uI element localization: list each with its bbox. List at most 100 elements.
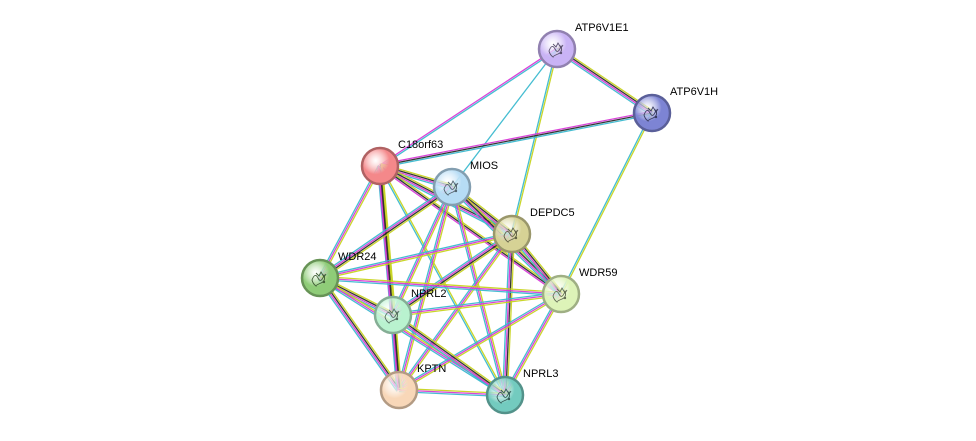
edge-strand xyxy=(320,275,562,294)
edge-c18orf63-wdr24[interactable] xyxy=(318,164,382,280)
edge-strand xyxy=(451,48,558,188)
node-label: ATP6V1H xyxy=(670,86,718,98)
edge-strand xyxy=(319,165,381,279)
edge-strand xyxy=(320,166,382,280)
node-depdc5[interactable]: DEPDC5 xyxy=(492,207,575,254)
edge-atp6v1e1-c18orf63[interactable] xyxy=(379,47,558,168)
edge-depdc5-nprl2[interactable] xyxy=(391,231,514,318)
edge-strand xyxy=(561,113,654,295)
edge-depdc5-wdr24[interactable] xyxy=(319,231,513,281)
edge-strand xyxy=(501,233,511,395)
edge-strand xyxy=(394,312,507,394)
edge-strand xyxy=(319,278,561,297)
edge-atp6v1e1-mios[interactable] xyxy=(451,48,558,188)
protein-structure-icon xyxy=(552,287,568,303)
edge-strand xyxy=(317,279,398,392)
edge-strand xyxy=(379,112,653,167)
node-circle[interactable] xyxy=(360,146,400,186)
edge-strand xyxy=(392,291,561,315)
node-circle[interactable] xyxy=(485,375,525,415)
edge-strand xyxy=(379,47,557,166)
edge-strand xyxy=(380,164,563,294)
edge-strand xyxy=(399,294,563,392)
edge-strand xyxy=(399,234,514,392)
edge-mios-nprl2[interactable] xyxy=(390,186,455,316)
edge-strand xyxy=(320,187,453,280)
edge-c18orf63-wdr59[interactable] xyxy=(378,164,563,296)
edge-wdr24-kptn[interactable] xyxy=(317,276,402,392)
edge-strand xyxy=(510,48,557,234)
node-atp6v1e1[interactable]: ATP6V1E1 xyxy=(537,22,629,69)
edge-strand xyxy=(392,186,453,316)
edge-mios-wdr24[interactable] xyxy=(318,184,454,281)
edge-strand xyxy=(393,294,562,318)
edge-wdr24-wdr59[interactable] xyxy=(319,275,562,297)
node-circle[interactable] xyxy=(632,93,672,133)
node-wdr59[interactable]: WDR59 xyxy=(541,267,618,314)
node-label: NPRL2 xyxy=(411,288,446,300)
node-mios[interactable]: MIOS xyxy=(432,160,498,207)
protein-structure-icon xyxy=(496,388,512,404)
edge-strand xyxy=(503,233,512,395)
node-label: DEPDC5 xyxy=(530,207,575,219)
edge-strand xyxy=(393,234,513,317)
edge-atp6v1h-c18orf63[interactable] xyxy=(379,110,653,169)
edge-strand xyxy=(391,316,504,398)
node-nprl2[interactable]: NPRL2 xyxy=(373,288,446,335)
edge-strand xyxy=(379,165,562,295)
node-c18orf63[interactable]: C18orf63 xyxy=(360,139,443,186)
node-circle[interactable] xyxy=(432,167,472,207)
edge-strand xyxy=(392,315,505,397)
node-atp6v1h[interactable]: ATP6V1H xyxy=(632,86,718,133)
edge-strand xyxy=(398,293,562,391)
protein-structure-icon xyxy=(384,308,400,324)
edge-strand xyxy=(506,234,516,396)
edge-atp6v1e1-depdc5[interactable] xyxy=(510,48,559,235)
edge-strand xyxy=(397,232,512,390)
edge-nprl2-nprl3[interactable] xyxy=(391,312,507,398)
node-circle[interactable] xyxy=(492,214,532,254)
edge-atp6v1h-wdr59[interactable] xyxy=(559,112,654,295)
node-label: NPRL3 xyxy=(523,368,558,380)
edge-strand xyxy=(393,235,514,318)
edge-depdc5-kptn[interactable] xyxy=(397,232,514,392)
edge-strand xyxy=(559,112,652,294)
edge-strand xyxy=(319,233,513,279)
node-label: WDR59 xyxy=(579,267,618,279)
node-circle[interactable] xyxy=(379,370,419,410)
edge-wdr59-kptn[interactable] xyxy=(397,292,563,392)
edge-strand xyxy=(379,110,652,166)
edge-strand xyxy=(512,49,559,235)
node-circle[interactable] xyxy=(300,258,340,298)
edge-strand xyxy=(390,186,452,315)
edge-strand xyxy=(319,185,452,278)
protein-structure-icon xyxy=(311,271,327,287)
edge-strand xyxy=(503,292,561,395)
edge-depdc5-nprl3[interactable] xyxy=(501,233,516,396)
edge-strand xyxy=(392,232,512,315)
edge-strand xyxy=(380,49,558,168)
node-label: WDR24 xyxy=(338,251,377,263)
edge-strand xyxy=(319,277,562,295)
edge-strand xyxy=(393,313,506,395)
node-circle[interactable] xyxy=(373,295,413,335)
edge-strand xyxy=(321,276,402,389)
edge-strand xyxy=(320,188,454,281)
node-kptn[interactable]: KPTN xyxy=(379,363,446,410)
node-label: C18orf63 xyxy=(398,139,443,151)
protein-structure-icon xyxy=(443,180,459,196)
node-label: KPTN xyxy=(417,363,446,375)
node-circle[interactable] xyxy=(537,29,577,69)
edge-strand xyxy=(505,234,514,396)
edge-wdr59-nprl2[interactable] xyxy=(392,291,562,318)
node-wdr24[interactable]: WDR24 xyxy=(300,251,377,298)
protein-structure-icon xyxy=(548,42,564,58)
edge-strand xyxy=(396,186,452,390)
node-circle[interactable] xyxy=(541,274,581,314)
edge-strand xyxy=(393,187,455,316)
edge-strand xyxy=(318,184,452,277)
node-nprl3[interactable]: NPRL3 xyxy=(485,368,558,415)
edge-strand xyxy=(380,113,653,169)
